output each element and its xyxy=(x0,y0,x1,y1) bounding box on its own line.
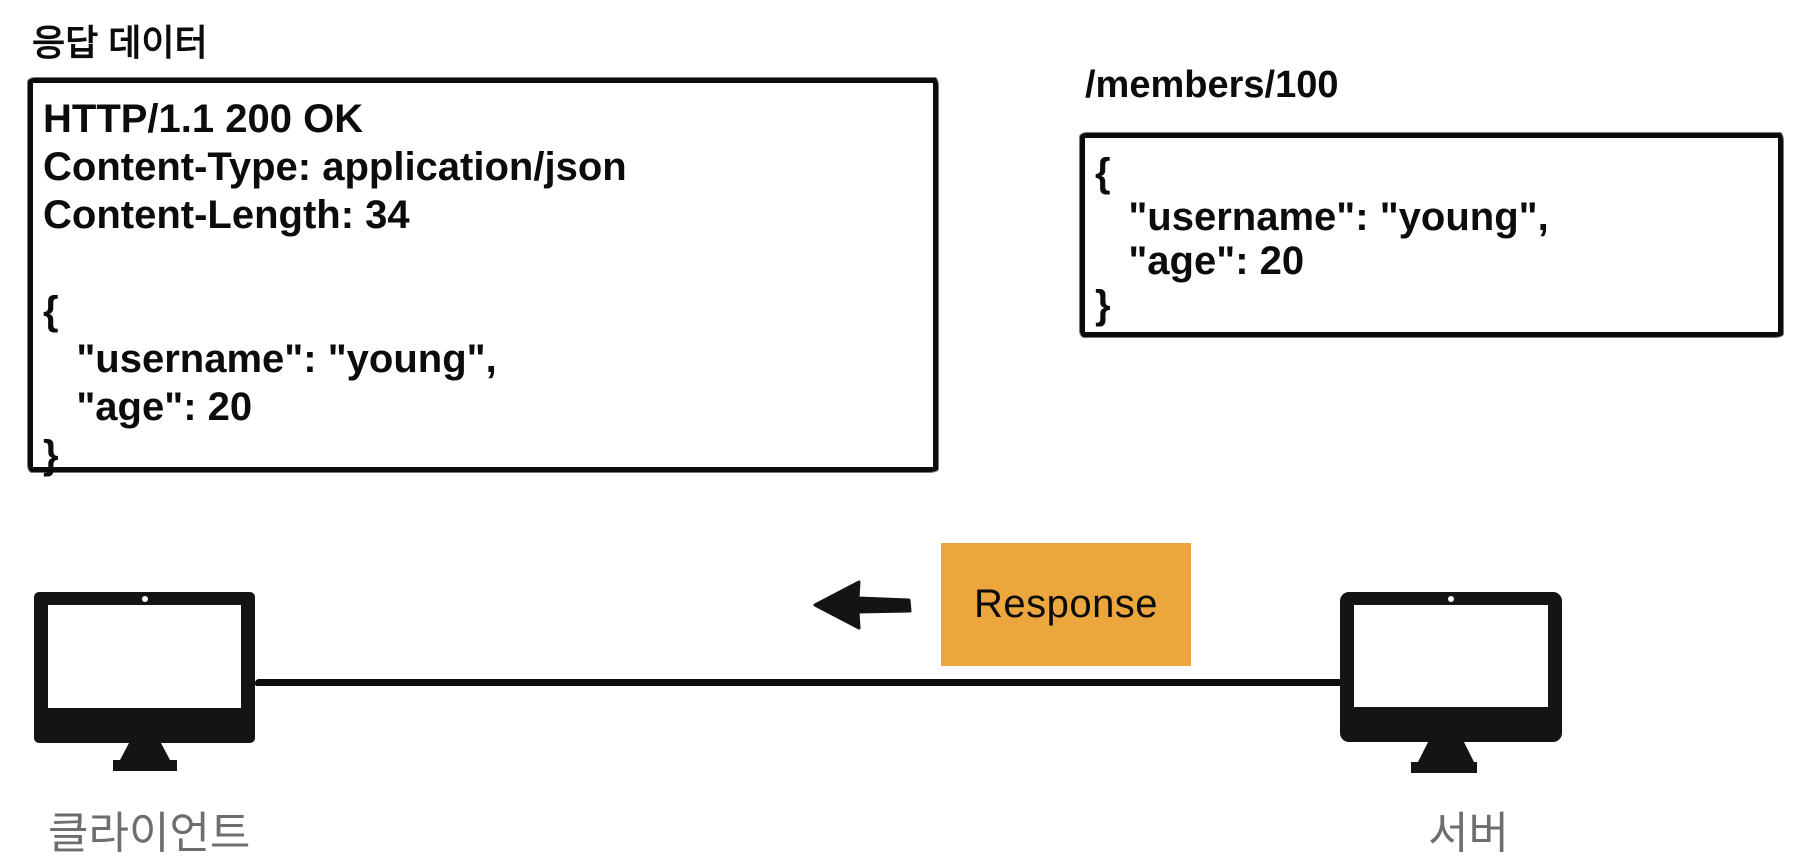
server-monitor-icon xyxy=(1340,592,1562,773)
camera-dot xyxy=(1448,596,1454,602)
monitor-stand-neck xyxy=(1418,742,1474,762)
client-monitor-icon xyxy=(34,592,255,772)
network-line xyxy=(255,679,1342,686)
code-line: } xyxy=(1095,283,1111,327)
code-line: "age": 20 xyxy=(1095,239,1305,283)
response-message-box: Response xyxy=(941,543,1191,666)
server-label: 서버 xyxy=(1428,809,1509,858)
monitor-screen xyxy=(1354,605,1548,707)
code-line: Content-Type: application/json xyxy=(43,145,627,189)
code-line: "username": "young", xyxy=(43,337,497,381)
monitor-stand-neck xyxy=(120,743,170,760)
resource-path-title: /members/100 xyxy=(1085,64,1339,106)
monitor-frame xyxy=(1340,592,1562,742)
code-line xyxy=(43,239,919,287)
response-message-label: Response xyxy=(973,582,1159,626)
code-line: "age": 20 xyxy=(43,385,253,429)
code-line: { xyxy=(1095,151,1111,195)
camera-dot xyxy=(141,596,148,602)
left-arrow-icon xyxy=(812,577,914,633)
code-line: "username": "young", xyxy=(1095,195,1549,239)
response-data-box: HTTP/1.1 200 OK Content-Type: applicatio… xyxy=(28,78,938,477)
code-line: { xyxy=(43,289,59,333)
monitor-stand-base xyxy=(1411,762,1477,773)
resource-json-box: { "username": "young", "age": 20 } xyxy=(1080,133,1783,337)
client-label: 클라이언트 xyxy=(48,809,251,858)
monitor-frame xyxy=(34,592,255,743)
response-data-title: 응답 데이터 xyxy=(32,22,208,63)
monitor-screen xyxy=(48,605,241,708)
code-line: } xyxy=(43,433,59,477)
code-line: HTTP/1.1 200 OK xyxy=(43,97,364,141)
code-line: Content-Length: 34 xyxy=(43,193,410,237)
monitor-stand-base xyxy=(113,760,177,771)
